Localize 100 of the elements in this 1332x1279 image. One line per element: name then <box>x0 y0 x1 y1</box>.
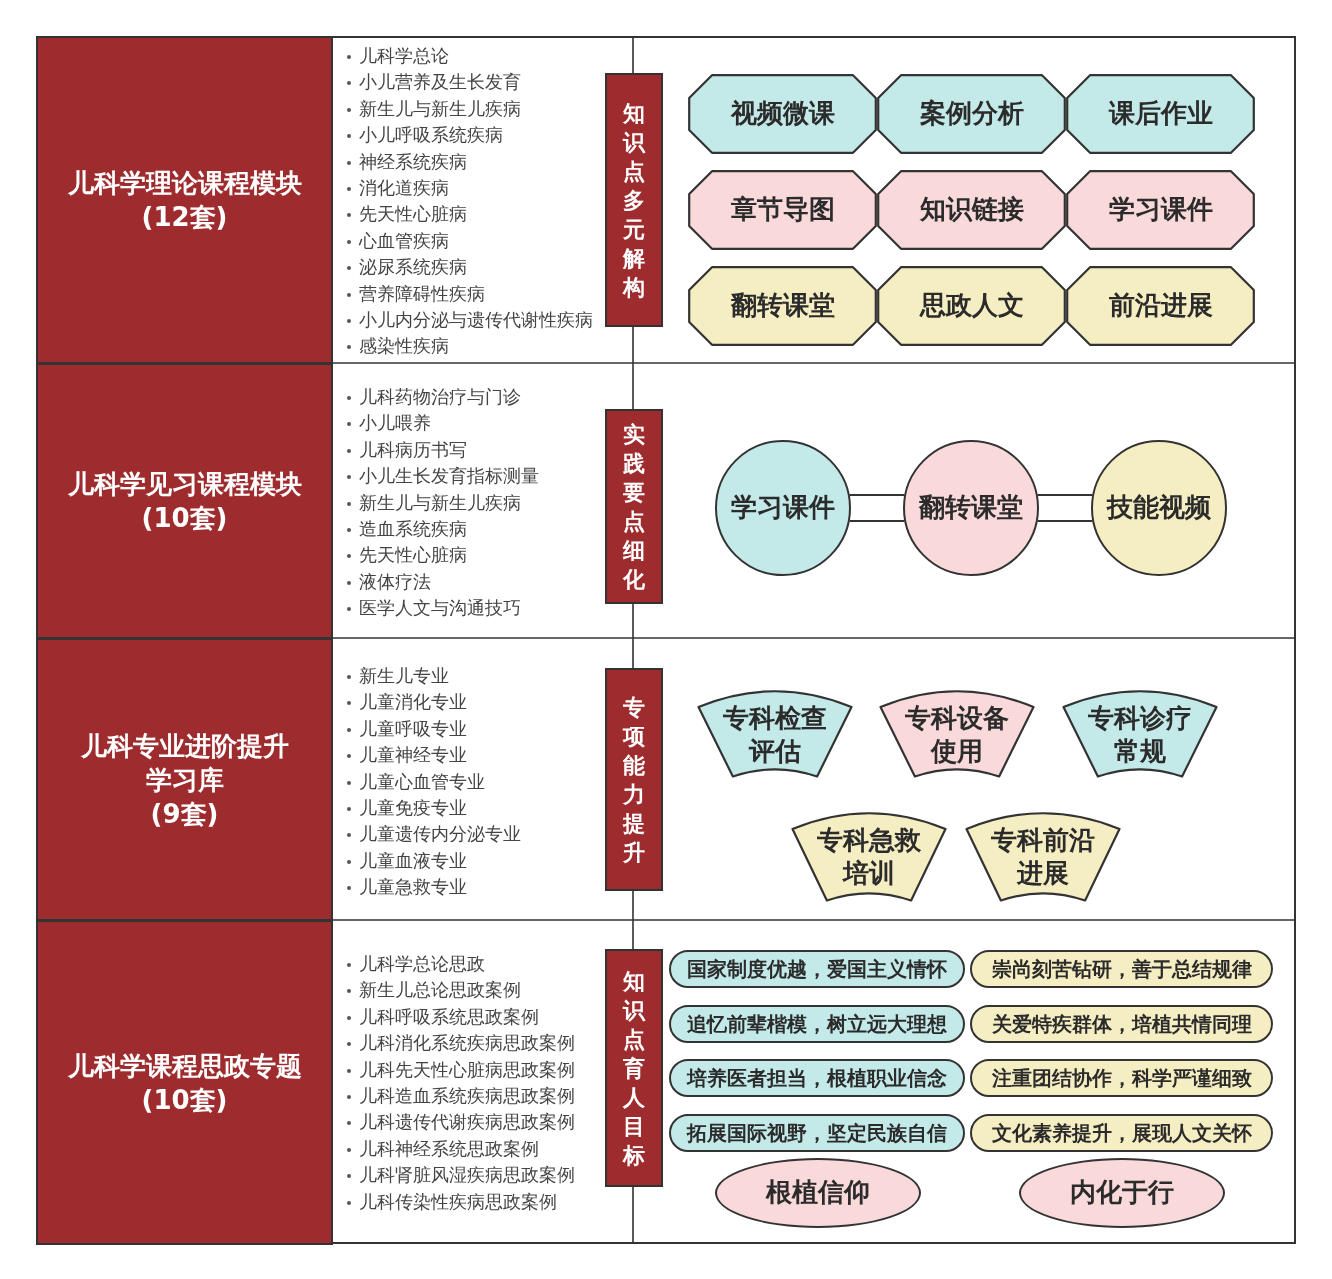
set-count: (10套) <box>141 502 228 535</box>
ellipse-label: 根植信仰 <box>766 1176 870 1210</box>
topic-item: 医学人文与沟通技巧 <box>345 595 521 622</box>
fan-tile <box>1062 690 1218 778</box>
tile-label: 课后作业 <box>1108 97 1213 131</box>
goal-pill <box>970 1059 1273 1097</box>
goal-pill <box>669 1005 965 1043</box>
topic-item: 先天性心脏病 <box>345 542 467 569</box>
section-banner <box>605 949 663 1187</box>
octagon-tile <box>877 170 1066 250</box>
goal-text: 追忆前辈楷模，树立远大理想 <box>687 1011 947 1037</box>
topic-item: 小儿内分泌与遗传代谢性疾病 <box>345 307 593 334</box>
topic-item: 新生儿总论思政案例 <box>345 977 521 1004</box>
set-count: (12套) <box>141 201 228 234</box>
octagon-tile <box>688 170 877 250</box>
goal-pill <box>970 1005 1273 1043</box>
topic-item: 儿科学总论思政 <box>345 951 485 978</box>
tile-label: 知识链接 <box>919 193 1024 227</box>
topic-item: 泌尿系统疾病 <box>345 254 467 281</box>
goal-pill <box>669 950 965 988</box>
banner-text: 实践要点细化 <box>622 420 646 594</box>
tile-label: 章节导图 <box>730 193 835 227</box>
topic-item: 液体疗法 <box>345 568 431 596</box>
topic-item: 造血系统疾病 <box>345 516 467 543</box>
fan-tile <box>791 812 947 902</box>
topic-item: 儿科先天性心脏病思政案例 <box>345 1056 575 1084</box>
topic-item: 新生儿与新生儿疾病 <box>345 489 521 517</box>
goal-text: 注重团结协作，科学严谨细致 <box>991 1065 1252 1091</box>
topic-item: 儿童神经专业 <box>345 742 467 769</box>
module-title: 儿科学见习课程模块 <box>67 468 302 501</box>
ellipse-label: 内化于行 <box>1070 1176 1174 1210</box>
topic-item: 神经系统疾病 <box>345 148 467 176</box>
octagon-tile <box>1066 170 1255 250</box>
fan-label: 专科检查评估 <box>722 702 828 768</box>
module-panel <box>36 638 333 921</box>
goal-pill <box>970 1114 1273 1152</box>
banner-text: 专项能力提升 <box>622 693 646 867</box>
goal-pill <box>970 950 1273 988</box>
topic-item: 儿科呼吸系统思政案例 <box>345 1003 539 1031</box>
goal-pill <box>669 1114 965 1152</box>
octagon-tile <box>688 74 877 154</box>
topic-item: 儿科传染性疾病思政案例 <box>345 1188 557 1216</box>
fan-tile <box>697 690 853 778</box>
fan-tile <box>965 812 1121 902</box>
tile-label: 视频微课 <box>730 97 835 131</box>
topic-item: 儿科遗传代谢疾病思政案例 <box>345 1109 575 1136</box>
topic-item: 儿童心血管专业 <box>345 768 485 796</box>
tile-label: 思政人文 <box>919 289 1024 323</box>
topic-item: 儿童免疫专业 <box>345 795 467 822</box>
octagon-tile <box>1066 74 1255 154</box>
topic-item: 新生儿与新生儿疾病 <box>345 95 521 123</box>
section-banner <box>605 409 663 604</box>
module-panel <box>36 36 333 364</box>
goal-text: 文化素养提升，展现人文关怀 <box>991 1120 1252 1146</box>
topic-item: 小儿营养及生长发育 <box>345 69 521 96</box>
tile-label: 案例分析 <box>919 97 1024 131</box>
circle-label: 翻转课堂 <box>919 491 1023 525</box>
circle-label: 技能视频 <box>1107 491 1211 525</box>
topic-item: 儿童急救专业 <box>345 874 467 901</box>
octagon-tile <box>877 74 1066 154</box>
topic-item: 儿童遗传内分泌专业 <box>345 821 521 848</box>
topic-item: 先天性心脏病 <box>345 201 467 228</box>
fan-tile <box>879 690 1035 778</box>
fan-label: 专科诊疗常规 <box>1087 702 1193 768</box>
topic-item: 儿科病历书写 <box>345 436 467 464</box>
double-connector <box>1036 494 1094 522</box>
topic-item: 儿科肾脏风湿疾病思政案例 <box>345 1162 575 1189</box>
octagon-tile <box>688 266 877 346</box>
goal-text: 拓展国际视野，坚定民族自信 <box>687 1120 947 1146</box>
topic-item: 小儿生长发育指标测量 <box>345 463 539 490</box>
banner-text: 知识点多元解构 <box>622 99 646 302</box>
topic-item: 儿科学总论 <box>345 43 449 70</box>
topic-item: 儿童呼吸专业 <box>345 715 467 743</box>
fan-label: 专科急救培训 <box>816 824 922 890</box>
tile-label: 翻转课堂 <box>730 289 835 323</box>
topic-item: 儿科药物治疗与门诊 <box>345 384 521 411</box>
goal-text: 培养医者担当，根植职业信念 <box>687 1065 947 1091</box>
topic-item: 儿科神经系统思政案例 <box>345 1135 539 1163</box>
tile-label: 学习课件 <box>1108 193 1213 227</box>
goal-text: 国家制度优越，爱国主义情怀 <box>687 956 947 982</box>
topic-item: 感染性疾病 <box>345 333 449 360</box>
goal-text: 关爱特疾群体，培植共情同理 <box>991 1011 1252 1037</box>
topic-item: 儿科造血系统疾病思政案例 <box>345 1083 575 1110</box>
module-title: 儿科专业进阶提升学习库 <box>79 729 290 797</box>
topic-item: 儿科消化系统疾病思政案例 <box>345 1030 575 1057</box>
goal-text: 崇尚刻苦钻研，善于总结规律 <box>991 956 1252 982</box>
topic-item: 儿童血液专业 <box>345 847 467 875</box>
topic-item: 儿童消化专业 <box>345 689 467 716</box>
octagon-tile <box>877 266 1066 346</box>
module-title: 儿科学理论课程模块 <box>67 167 302 200</box>
topic-item: 新生儿专业 <box>345 663 449 690</box>
module-panel <box>36 920 333 1245</box>
goal-pill <box>669 1059 965 1097</box>
banner-text: 知识点育人目标 <box>622 967 646 1170</box>
module-title: 儿科学课程思政专题 <box>67 1049 302 1083</box>
module-panel <box>36 363 333 639</box>
section-banner <box>605 668 663 891</box>
set-count: (10套) <box>141 1083 228 1117</box>
section-banner <box>605 73 663 327</box>
topic-item: 小儿喂养 <box>345 410 431 437</box>
